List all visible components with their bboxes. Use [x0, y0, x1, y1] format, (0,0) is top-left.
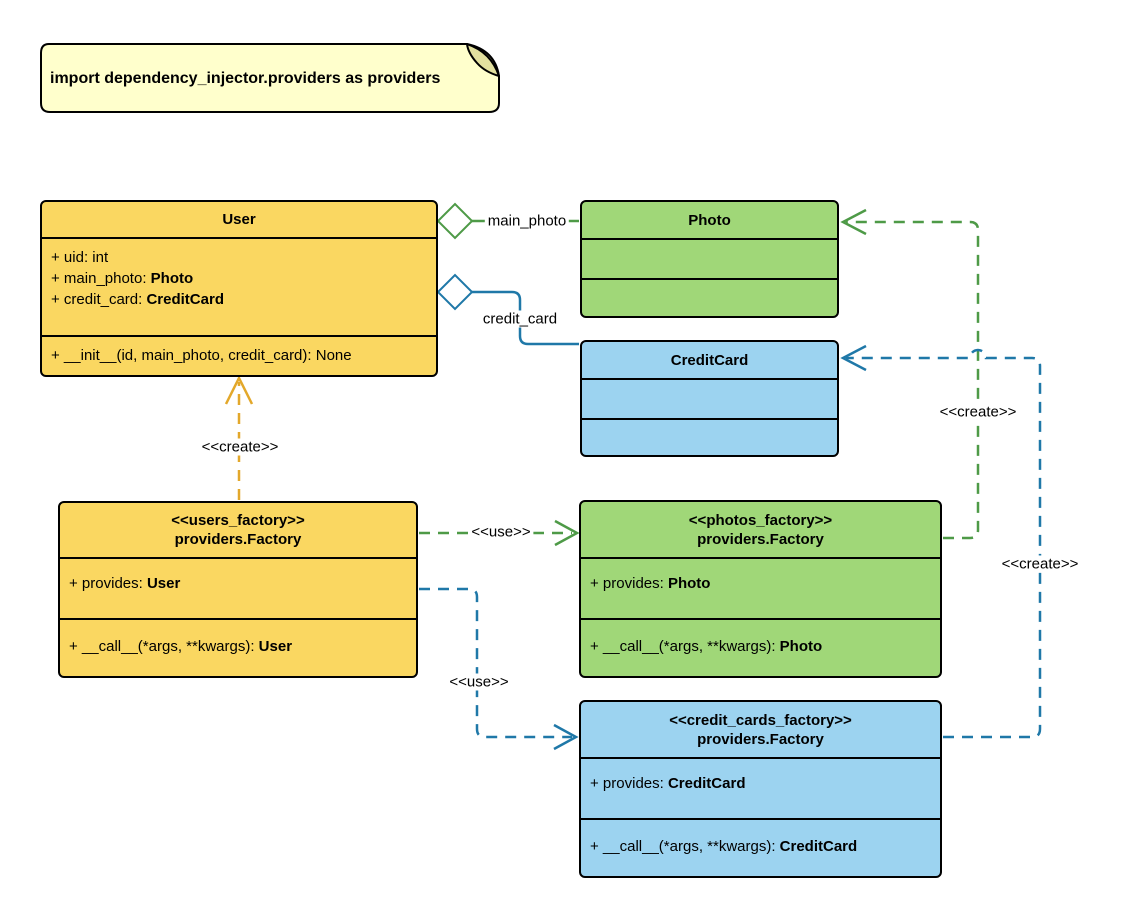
edge-credit-cards-factory-use-line	[419, 587, 572, 739]
class-photos-factory: <<photos_factory>> providers.Factory + p…	[579, 500, 942, 678]
note-fold-icon	[466, 43, 500, 77]
class-photos-factory-attribute: + provides: Photo	[590, 575, 711, 592]
class-photos-factory-method: + __call__(*args, **kwargs): Photo	[590, 638, 823, 655]
class-credit-cards-factory-stereotype: <<credit_cards_factory>>	[669, 711, 852, 729]
class-creditcard-attributes-empty	[582, 378, 837, 418]
class-users-factory-title: <<users_factory>> providers.Factory	[60, 503, 416, 557]
edge-label-credit-cards-factory-use: <<use>>	[446, 673, 512, 691]
class-photo-title-text: Photo	[688, 211, 731, 229]
class-creditcard-title-text: CreditCard	[670, 351, 749, 369]
class-users-factory: <<users_factory>> providers.Factory + pr…	[58, 501, 418, 678]
class-user-attribute: + credit_card: CreditCard	[51, 291, 224, 308]
edge-label-photos-factory-create: <<create>>	[936, 403, 1020, 421]
class-photo-title: Photo	[582, 202, 837, 238]
class-user-title-text: User	[222, 211, 256, 228]
arrowhead-icon-photos-factory-create	[840, 208, 867, 236]
arrowhead-icon-credit-cards-factory-create	[840, 344, 867, 372]
class-user-title: User	[42, 202, 436, 237]
edge-credit-cards-factory-create-line	[846, 348, 1042, 739]
class-user-methods: + __init__(id, main_photo, credit_card):…	[42, 335, 436, 375]
arrowhead-icon-photos-factory-use	[554, 519, 580, 547]
note-text: import dependency_injector.providers as …	[50, 69, 441, 87]
class-credit-cards-factory: <<credit_cards_factory>> providers.Facto…	[579, 700, 942, 878]
note-shape	[40, 43, 500, 113]
class-credit-cards-factory-methods: + __call__(*args, **kwargs): CreditCard	[581, 818, 940, 876]
class-credit-cards-factory-attributes: + provides: CreditCard	[581, 757, 940, 818]
aggregation-diamond-icon-credit-card	[436, 273, 474, 311]
class-creditcard: CreditCard	[580, 340, 839, 457]
class-photos-factory-methods: + __call__(*args, **kwargs): Photo	[581, 618, 940, 676]
class-photos-factory-title: <<photos_factory>> providers.Factory	[581, 502, 940, 557]
edge-label-credit-card: credit_card	[479, 310, 561, 328]
class-user-method: + __init__(id, main_photo, credit_card):…	[51, 347, 352, 364]
class-users-factory-attributes: + provides: User	[60, 557, 416, 618]
edge-label-credit-cards-factory-create: <<create>>	[998, 555, 1082, 573]
arrowhead-icon-credit-cards-factory-use	[553, 723, 579, 751]
class-credit-cards-factory-attribute: + provides: CreditCard	[590, 775, 746, 792]
edge-label-users-factory-create: <<create>>	[198, 438, 282, 456]
edge-photos-factory-create-line	[846, 220, 980, 540]
class-users-factory-methods: + __call__(*args, **kwargs): User	[60, 618, 416, 676]
class-photos-factory-stereotype: <<photos_factory>>	[688, 511, 833, 529]
note: import dependency_injector.providers as …	[39, 42, 501, 115]
edge-label-photos-factory-use: <<use>>	[468, 523, 534, 541]
class-creditcard-title: CreditCard	[582, 342, 837, 378]
class-user-attribute: + uid: int	[51, 249, 109, 266]
class-users-factory-method: + __call__(*args, **kwargs): User	[69, 638, 293, 655]
edge-label-main-photo: main_photo	[484, 212, 570, 230]
class-photo: Photo	[580, 200, 839, 318]
aggregation-diamond-icon-main-photo	[436, 202, 474, 240]
class-user-attributes: + uid: int + main_photo: Photo + credit_…	[42, 237, 436, 335]
class-photos-factory-attributes: + provides: Photo	[581, 557, 940, 618]
class-credit-cards-factory-method: + __call__(*args, **kwargs): CreditCard	[590, 838, 858, 855]
class-photos-factory-title-text: providers.Factory	[697, 530, 824, 548]
class-user: User + uid: int + main_photo: Photo + cr…	[40, 200, 438, 377]
class-users-factory-stereotype: <<users_factory>>	[171, 512, 305, 529]
class-users-factory-attribute: + provides: User	[69, 575, 181, 592]
class-creditcard-methods-empty	[582, 418, 837, 455]
class-photo-attributes-empty	[582, 238, 837, 278]
arrowhead-icon-users-factory-create	[224, 375, 254, 405]
class-photo-methods-empty	[582, 278, 837, 316]
class-credit-cards-factory-title-text: providers.Factory	[697, 730, 824, 748]
class-credit-cards-factory-title: <<credit_cards_factory>> providers.Facto…	[581, 702, 940, 757]
class-users-factory-title-text: providers.Factory	[174, 531, 302, 548]
class-user-attribute: + main_photo: Photo	[51, 270, 194, 287]
